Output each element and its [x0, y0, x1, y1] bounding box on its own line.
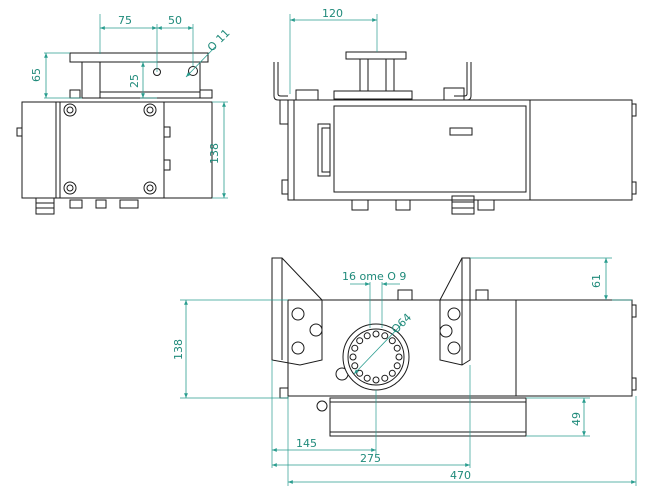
flange-bolt-hole [393, 344, 401, 352]
flange-bolt-hole [388, 337, 396, 345]
flange-bolt-hole [381, 374, 389, 382]
flange-bolt-hole [372, 376, 380, 384]
dim-120: 120 [322, 7, 343, 20]
flange-bolt-hole [351, 344, 359, 352]
dim-49: 49 [570, 412, 583, 426]
bolt-ring [349, 330, 403, 384]
flange-bolt-hole [393, 362, 401, 370]
dim-145: 145 [296, 437, 317, 450]
main-housing [287, 99, 531, 201]
bolt-icon [291, 307, 461, 381]
slot-icon [449, 127, 473, 136]
dim-470: 470 [450, 469, 471, 482]
dim-275: 275 [360, 452, 381, 465]
flange-bolt-hole [395, 353, 403, 361]
flange-bolt-hole [356, 337, 364, 345]
flange-bolt-hole [351, 362, 359, 370]
flange-bolt-hole [363, 374, 371, 382]
flange-bolt-hole [363, 332, 371, 340]
flange-bolt-hole [349, 353, 357, 361]
dim-25: 25 [128, 74, 141, 88]
dim-138-side: 138 [208, 143, 221, 164]
screw-icon [63, 103, 157, 195]
cable-gland [35, 197, 55, 215]
front-view: 120 [273, 7, 637, 215]
dim-61: 61 [590, 274, 603, 288]
top-view: 16 ome O 9 O64 61 138 49 145 275 470 [172, 257, 637, 486]
dim-75: 75 [118, 14, 132, 27]
junction-box [21, 101, 213, 199]
side-view: 75 50 O 11 65 25 138 [16, 14, 233, 215]
bracket-hole-11 [188, 66, 198, 76]
extension-housing [529, 99, 633, 201]
dim-138-top: 138 [172, 339, 185, 360]
flange-bolt-hole [388, 369, 396, 377]
dim-hole-11: O 11 [205, 26, 233, 54]
junction-box-top [329, 397, 527, 437]
flange-bolt-hole [381, 332, 389, 340]
dim-holes-note: 16 ome O 9 [342, 270, 406, 283]
dim-65: 65 [30, 68, 43, 82]
extension-housing-top [515, 299, 633, 397]
cable-gland [451, 195, 475, 215]
flange-bolt-hole [372, 330, 380, 338]
dim-50: 50 [168, 14, 182, 27]
